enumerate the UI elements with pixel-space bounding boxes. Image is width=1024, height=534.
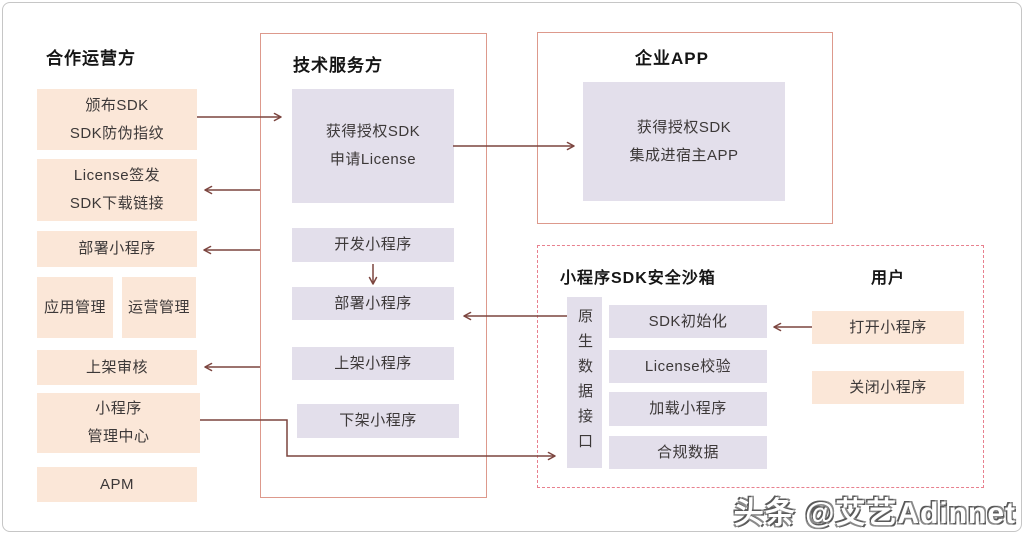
box-close-miniapp: 关闭小程序: [812, 371, 964, 404]
box-develop-miniapp: 开发小程序: [292, 228, 454, 262]
box-open-miniapp: 打开小程序: [812, 311, 964, 344]
box-get-sdk-license: 获得授权SDK 申请License: [292, 89, 454, 203]
tech-title: 技术服务方: [293, 56, 383, 75]
box-license-check: License校验: [609, 350, 767, 383]
box-deploy-miniapp-tech: 部署小程序: [292, 287, 454, 320]
box-native-data-api: 原生数据接口: [567, 297, 602, 468]
box-app-management: 应用管理: [37, 277, 113, 338]
box-ops-management: 运营管理: [122, 277, 196, 338]
box-publish-sdk: 颁布SDK SDK防伪指纹: [37, 89, 197, 150]
tech-panel: [260, 33, 487, 498]
box-deploy-miniapp-left: 部署小程序: [37, 231, 197, 267]
box-apm: APM: [37, 467, 197, 502]
partner-title: 合作运营方: [46, 49, 136, 68]
box-license-issue: License签发 SDK下载链接: [37, 159, 197, 221]
box-compliance-data: 合规数据: [609, 436, 767, 469]
native-data-api-label: 原生数据接口: [576, 307, 593, 458]
enterprise-panel: [537, 32, 833, 224]
box-miniapp-center: 小程序 管理中心: [37, 393, 200, 453]
sandbox-panel: [537, 245, 984, 488]
box-listing-review: 上架审核: [37, 350, 197, 385]
box-publish-miniapp: 上架小程序: [292, 347, 454, 380]
box-integrate-host-app: 获得授权SDK 集成进宿主APP: [583, 82, 785, 201]
box-sdk-init: SDK初始化: [609, 305, 767, 338]
box-unpublish-miniapp: 下架小程序: [297, 404, 459, 438]
sandbox-title: 小程序SDK安全沙箱: [560, 270, 716, 287]
enterprise-title: 企业APP: [635, 49, 709, 68]
box-load-miniapp: 加载小程序: [609, 392, 767, 426]
watermark: 头条 @艾艺Adinnet: [733, 497, 1016, 530]
user-title: 用户: [870, 270, 905, 287]
